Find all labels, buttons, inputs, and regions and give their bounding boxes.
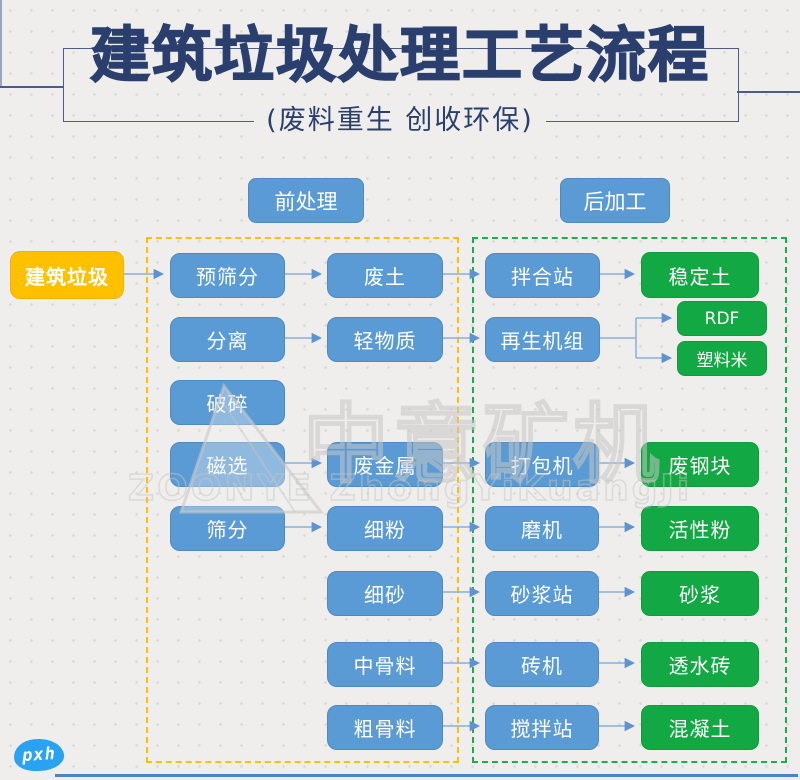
right-connector-line bbox=[737, 91, 800, 93]
page-title: 建筑垃圾处理工艺流程 bbox=[89, 20, 710, 92]
pretreatment-group-border bbox=[146, 237, 459, 763]
bottom-border-line bbox=[55, 774, 798, 777]
node-fine-powder: 细粉 bbox=[327, 506, 443, 551]
node-scrap-steel-block: 废钢块 bbox=[641, 442, 759, 487]
node-plastic-pellets: 塑料米 bbox=[677, 341, 767, 376]
node-mortar-station: 砂浆站 bbox=[485, 571, 599, 616]
node-mixing-plant: 搅拌站 bbox=[485, 705, 599, 750]
postprocessing-group-border bbox=[472, 237, 787, 763]
node-pre-screening: 预筛分 bbox=[170, 253, 285, 298]
node-active-powder: 活性粉 bbox=[641, 506, 759, 551]
node-light-material: 轻物质 bbox=[327, 317, 443, 362]
node-mixing-station: 拌合站 bbox=[485, 253, 600, 298]
node-waste-soil: 废土 bbox=[327, 253, 443, 298]
node-baler: 打包机 bbox=[485, 442, 599, 487]
node-scrap-metal: 废金属 bbox=[327, 442, 443, 487]
section-label-postprocessing: 后加工 bbox=[560, 178, 670, 223]
section-label-pretreatment: 前处理 bbox=[248, 178, 364, 223]
node-stabilized-soil: 稳定土 bbox=[641, 252, 759, 298]
node-permeable-brick: 透水砖 bbox=[641, 642, 759, 687]
node-concrete: 混凝土 bbox=[641, 705, 759, 750]
node-magnetic-separation: 磁选 bbox=[170, 442, 285, 487]
left-connector-line bbox=[0, 86, 63, 88]
node-crushing: 破碎 bbox=[170, 380, 285, 425]
node-source-construction-waste: 建筑垃圾 bbox=[10, 251, 124, 299]
node-rdf: RDF bbox=[677, 301, 767, 336]
left-edge-line bbox=[0, 0, 2, 88]
page-subtitle-row: (废料重生 创收环保) bbox=[0, 99, 800, 143]
node-separation: 分离 bbox=[170, 317, 285, 362]
node-mill: 磨机 bbox=[485, 506, 599, 551]
node-screening: 筛分 bbox=[170, 506, 285, 551]
page-subtitle: (废料重生 创收环保) bbox=[254, 99, 546, 143]
node-medium-aggregate: 中骨料 bbox=[327, 642, 443, 687]
node-brick-machine: 砖机 bbox=[485, 642, 599, 687]
node-fine-sand: 细砂 bbox=[327, 571, 443, 616]
node-coarse-aggregate: 粗骨料 bbox=[327, 705, 443, 750]
node-mortar: 砂浆 bbox=[641, 571, 759, 616]
node-regeneration-unit: 再生机组 bbox=[485, 317, 600, 362]
